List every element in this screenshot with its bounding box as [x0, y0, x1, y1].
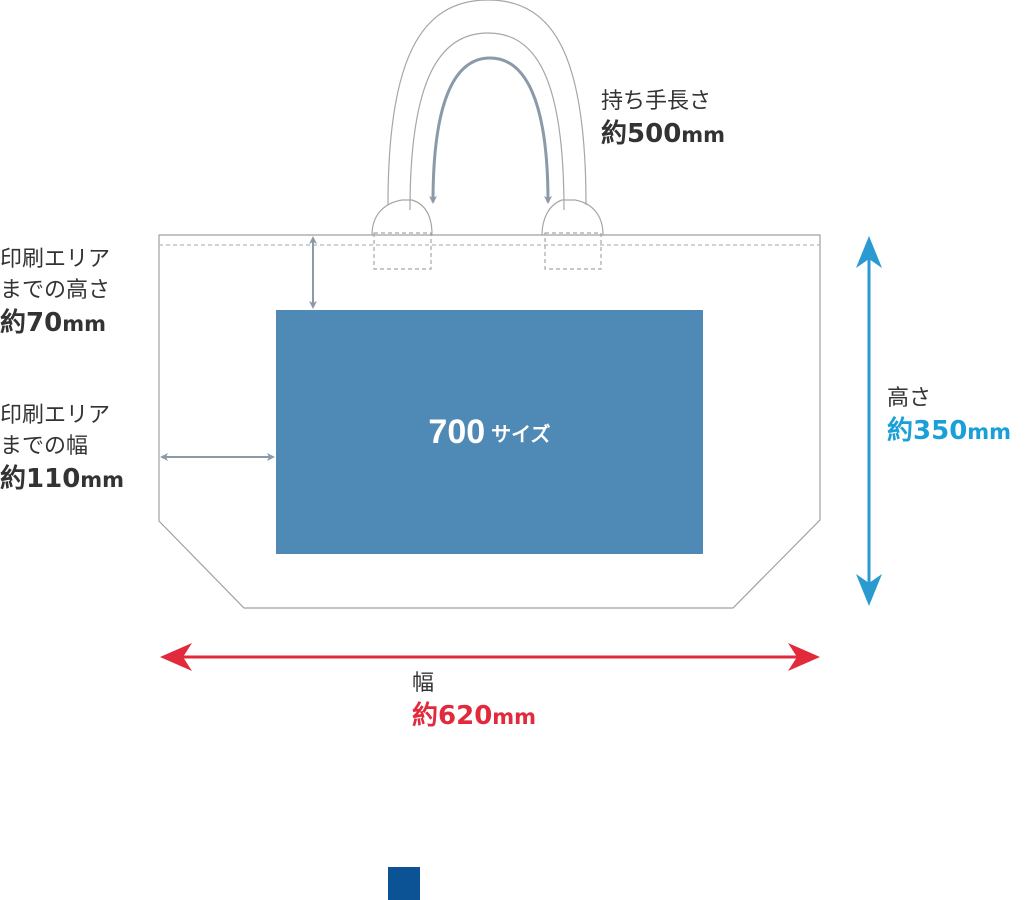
top-margin-line1: 印刷エリア [0, 247, 111, 272]
print-area [276, 310, 703, 554]
handle-length-prefix: 約 [601, 119, 628, 149]
top-margin-value: 約70mm [0, 306, 110, 341]
print-size-suffix: サイズ [491, 421, 551, 446]
side-margin-number: 110 [26, 464, 81, 494]
height-arrow [856, 236, 882, 606]
top-margin-label: 印刷エリア までの高さ 約70mm [0, 244, 110, 341]
handle-length-value: 約500mm [601, 117, 725, 152]
handle-length-label: 持ち手長さ 約500mm [601, 86, 725, 152]
width-label: 幅 約620mm [412, 668, 536, 734]
handle-icon [371, 0, 604, 270]
side-margin-line2: までの幅 [0, 434, 89, 459]
width-value: 約620mm [412, 699, 536, 734]
height-prefix: 約 [887, 416, 914, 446]
height-number: 350 [913, 416, 968, 446]
side-margin-unit: mm [80, 468, 125, 492]
print-size-number: 700 [428, 412, 486, 451]
top-margin-number: 70 [26, 308, 63, 338]
width-number: 620 [438, 701, 493, 731]
top-margin-unit: mm [62, 312, 106, 336]
handle-length-unit: mm [681, 123, 726, 147]
top-margin-line2: までの高さ [0, 278, 111, 303]
side-margin-label: 印刷エリア までの幅 約110mm [0, 400, 124, 497]
top-margin-prefix: 約 [0, 308, 27, 338]
side-margin-value: 約110mm [0, 462, 124, 497]
side-margin-line1: 印刷エリア [0, 403, 111, 428]
width-unit: mm [492, 705, 537, 729]
height-label: 高さ 約350mm [887, 383, 1011, 449]
height-value: 約350mm [887, 414, 1011, 449]
print-area-label: 700 サイズ [276, 310, 703, 554]
height-unit: mm [967, 420, 1012, 444]
width-prefix: 約 [412, 701, 439, 731]
handle-length-number: 500 [627, 119, 682, 149]
width-arrow [160, 643, 820, 671]
width-title: 幅 [412, 671, 435, 696]
side-margin-prefix: 約 [0, 464, 27, 494]
color-swatch-icon[interactable] [388, 867, 420, 900]
height-title: 高さ [887, 386, 932, 411]
handle-length-arrow [429, 56, 552, 204]
bag-outline-icon [158, 234, 821, 609]
handle-length-title: 持ち手長さ [601, 89, 712, 114]
